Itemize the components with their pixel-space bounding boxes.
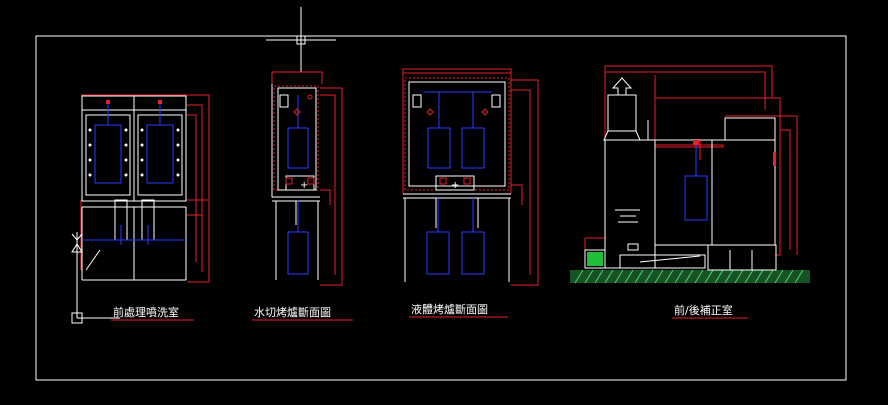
dimension-lines	[80, 94, 210, 283]
label-underlines	[111, 316, 748, 321]
outline	[271, 84, 320, 280]
view-touchup-room	[570, 65, 810, 284]
outline	[584, 94, 777, 271]
ground-hatch-lines	[574, 269, 804, 284]
view-liquid-oven: +	[402, 68, 539, 286]
dimension-lines	[271, 71, 343, 286]
dimension-lines	[584, 65, 798, 268]
ucs-icon	[71, 232, 120, 324]
red-markers	[426, 108, 489, 185]
plus-mark: +	[451, 180, 459, 191]
outline	[81, 95, 187, 281]
label-touchup-room: 前/後補正室	[674, 303, 733, 317]
view-pretreatment	[80, 94, 210, 283]
crosshair-cursor-icon[interactable]	[266, 7, 336, 72]
view-labels: 前處理噴洗室 水切烤爐斷面圖 液體烤爐斷面圖 前/後補正室	[113, 302, 733, 319]
dimension-lines	[402, 68, 539, 286]
label-liquid-oven: 液體烤爐斷面圖	[411, 302, 488, 316]
red-markers	[693, 140, 776, 166]
spray-equipment	[82, 100, 186, 245]
oven-equipment	[424, 91, 492, 275]
ground-hatch	[570, 270, 810, 283]
plus-mark: +	[300, 180, 308, 191]
view-water-dry-oven: +	[271, 71, 343, 286]
red-markers	[106, 100, 162, 104]
nozzle-markers	[88, 128, 180, 177]
drawing-frame	[35, 35, 847, 381]
red-markers	[285, 94, 315, 185]
green-unit	[587, 252, 603, 266]
exhaust-arrow-icon	[611, 77, 633, 96]
label-pretreatment: 前處理噴洗室	[113, 305, 179, 319]
label-water-dry-oven: 水切烤爐斷面圖	[254, 305, 331, 319]
oven-equipment	[287, 95, 309, 275]
outline	[403, 81, 511, 282]
booth-equipment	[684, 140, 708, 221]
